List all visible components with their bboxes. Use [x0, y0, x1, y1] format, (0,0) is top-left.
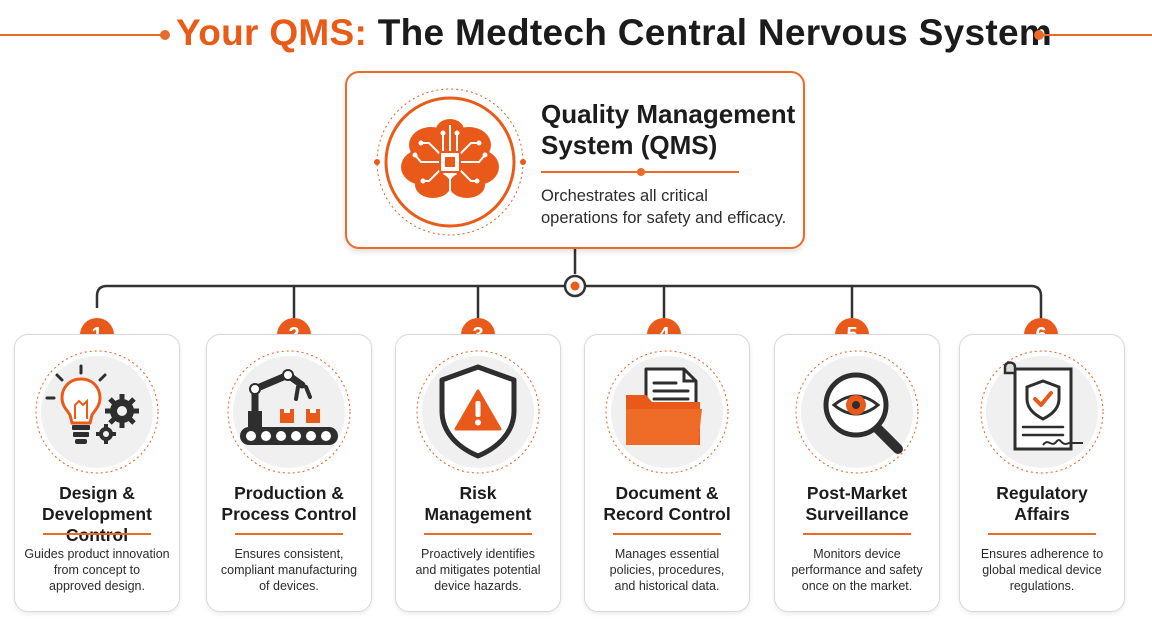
- card-design-development: Design & Development Control Guides prod…: [14, 334, 180, 612]
- robotic-arm-conveyor-icon: [227, 350, 351, 474]
- card-title-line2: Affairs: [1014, 504, 1070, 524]
- card-description: Ensures adherence to global medical devi…: [966, 546, 1118, 594]
- hub-title-line2: System (QMS): [541, 130, 718, 160]
- folder-document-icon: [605, 350, 729, 474]
- card-title: Risk Management: [400, 483, 556, 525]
- card-desc-line3: regulations.: [1009, 579, 1075, 593]
- qms-hub-card: Quality Management System (QMS) Orchestr…: [345, 71, 805, 249]
- card-desc-line2: from concept to: [53, 563, 141, 577]
- card-divider: [424, 533, 532, 535]
- card-title-line2: Management: [424, 504, 532, 524]
- card-document-record: Document & Record Control Manages essent…: [584, 334, 750, 612]
- card-title-line2: Surveillance: [805, 504, 909, 524]
- card-divider: [613, 533, 721, 535]
- card-desc-line1: Ensures adherence to: [980, 547, 1104, 561]
- page-title: Your QMS: The Medtech Central Nervous Sy…: [176, 12, 1052, 54]
- card-title-line1: Design &: [59, 483, 135, 503]
- magnifier-eye-icon: [795, 350, 919, 474]
- junction-node: [563, 274, 587, 298]
- hub-title-line1: Quality Management: [541, 99, 796, 129]
- card-desc-line3: device hazards.: [434, 579, 522, 593]
- card-title: Document & Record Control: [589, 483, 745, 525]
- hub-description: Orchestrates all critical operations for…: [541, 185, 801, 229]
- card-regulatory-affairs: Regulatory Affairs Ensures adherence to …: [959, 334, 1125, 612]
- hub-title: Quality Management System (QMS): [541, 99, 801, 161]
- title-rule-right: [1038, 34, 1152, 36]
- card-divider: [43, 533, 151, 535]
- card-desc-line3: of devices.: [259, 579, 319, 593]
- card-title-line2: Development Control: [42, 504, 152, 545]
- card-divider: [988, 533, 1096, 535]
- hub-desc-line1: Orchestrates all critical: [541, 187, 708, 205]
- card-title: Production & Process Control: [211, 483, 367, 525]
- lightbulb-gears-icon: [35, 350, 159, 474]
- title-accent: Your QMS:: [176, 12, 368, 53]
- card-desc-line2: compliant manufacturing: [220, 563, 358, 577]
- card-description: Ensures consistent, compliant manufactur…: [213, 546, 365, 594]
- card-title-line1: Document &: [615, 483, 719, 503]
- shield-warning-icon: [416, 350, 540, 474]
- card-title-line1: Production &: [234, 483, 344, 503]
- card-description: Proactively identifies and mitigates pot…: [402, 546, 554, 594]
- card-title-line1: Risk: [459, 483, 497, 503]
- title-row: Your QMS: The Medtech Central Nervous Sy…: [0, 12, 1152, 58]
- brain-circuit-icon: [374, 88, 526, 236]
- card-title-line1: Regulatory: [996, 483, 1088, 503]
- card-title-line2: Process Control: [221, 504, 357, 524]
- card-post-market: Post-Market Surveillance Monitors device…: [774, 334, 940, 612]
- title-rest: The Medtech Central Nervous System: [377, 12, 1053, 53]
- card-desc-line2: policies, procedures,: [609, 563, 725, 577]
- card-desc-line1: Monitors device: [813, 547, 901, 561]
- card-desc-line2: and mitigates potential: [415, 563, 541, 577]
- title-rule-left: [0, 34, 163, 36]
- card-description: Manages essential policies, procedures, …: [591, 546, 743, 594]
- card-risk-management: Risk Management Proactively identifies a…: [395, 334, 561, 612]
- card-description: Guides product innovation from concept t…: [21, 546, 173, 594]
- hub-divider-dot: [637, 168, 645, 176]
- title-dot-left: [160, 30, 170, 40]
- card-title: Regulatory Affairs: [964, 483, 1120, 525]
- hub-desc-line2: operations for safety and efficacy.: [541, 209, 787, 227]
- card-title: Post-Market Surveillance: [779, 483, 935, 525]
- card-divider: [803, 533, 911, 535]
- card-desc-line3: approved design.: [49, 579, 145, 593]
- card-description: Monitors device performance and safety o…: [781, 546, 933, 594]
- card-desc-line1: Guides product innovation: [24, 547, 170, 561]
- card-desc-line1: Proactively identifies: [421, 547, 535, 561]
- card-desc-line1: Manages essential: [614, 547, 720, 561]
- card-title-line2: Record Control: [603, 504, 731, 524]
- card-divider: [235, 533, 343, 535]
- card-title-line1: Post-Market: [806, 483, 908, 503]
- certificate-scroll-icon: [980, 350, 1104, 474]
- card-desc-line2: performance and safety: [791, 563, 923, 577]
- card-desc-line2: global medical device: [982, 563, 1102, 577]
- card-title: Design & Development Control: [19, 483, 175, 546]
- card-desc-line3: and historical data.: [614, 579, 720, 593]
- card-production-process: Production & Process Control Ensures con…: [206, 334, 372, 612]
- card-desc-line1: Ensures consistent,: [234, 547, 344, 561]
- card-desc-line3: once on the market.: [801, 579, 913, 593]
